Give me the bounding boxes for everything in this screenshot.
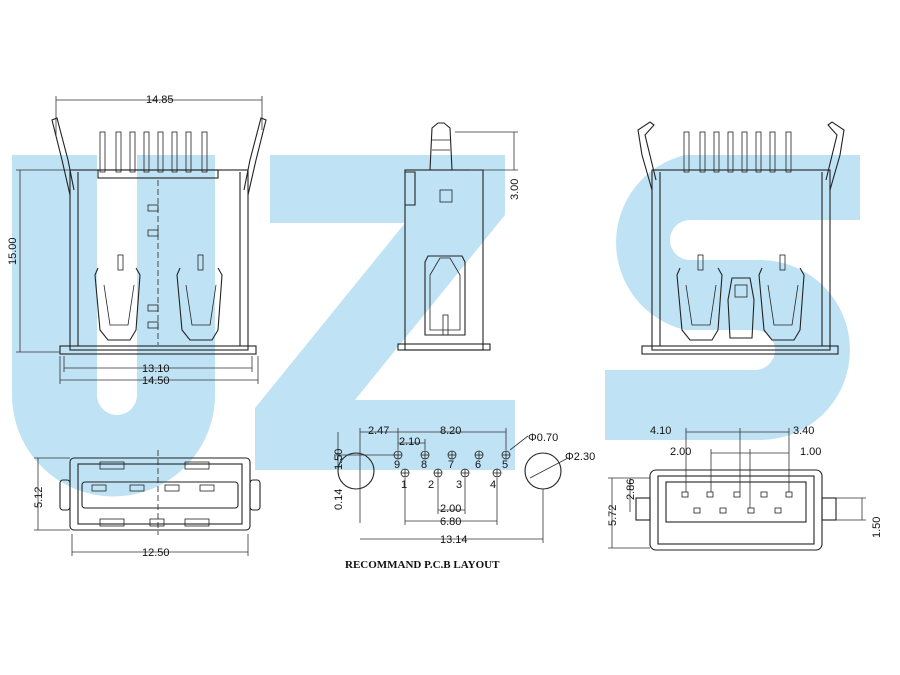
pin-4: 4: [490, 479, 496, 491]
dim-3-00: 3.00: [509, 179, 521, 200]
dim-1-50-end: 1.50: [871, 517, 883, 538]
dim-0-14: 0.14: [333, 489, 345, 510]
dim-phi-2-30: Φ2.30: [565, 451, 595, 463]
dim-2-86: 2.86: [625, 479, 637, 500]
pin-9: 9: [394, 459, 400, 471]
watermark: [12, 155, 860, 497]
pin-6: 6: [475, 459, 481, 471]
dim-14-85: 14.85: [146, 94, 174, 106]
pin-3: 3: [456, 479, 462, 491]
rear-view: [637, 121, 845, 355]
dim-15-00: 15.00: [7, 237, 19, 265]
dim-2-47: 2.47: [368, 425, 389, 437]
pin-7: 7: [448, 459, 454, 471]
side-view: 3.00: [397, 122, 521, 351]
end-view: 4.10 3.40 2.00 1.00 5.72 2.86 1.50: [607, 425, 883, 551]
dim-5-12: 5.12: [33, 487, 45, 508]
front-view: 14.85 15.00: [7, 94, 267, 387]
dim-2-00: 2.00: [440, 503, 461, 515]
dim-1-50: 1.50: [333, 449, 345, 470]
bottom-view: 5.12 12.50: [33, 450, 261, 559]
dim-8-20: 8.20: [440, 425, 461, 437]
dim-1-00: 1.00: [800, 446, 821, 458]
dim-2-10: 2.10: [399, 436, 420, 448]
pcb-layout: 9 8 7 6 5 1 2 3 4 2.47 8.20 2.10 Φ0.70 Φ…: [333, 425, 595, 571]
dim-12-50: 12.50: [142, 547, 170, 559]
pin-8: 8: [421, 459, 427, 471]
dim-14-50: 14.50: [142, 375, 170, 387]
dim-13-10: 13.10: [142, 363, 170, 375]
pin-2: 2: [428, 479, 434, 491]
dim-5-72: 5.72: [607, 505, 619, 526]
pin-5: 5: [502, 459, 508, 471]
pcb-layout-caption: RECOMMAND P.C.B LAYOUT: [345, 559, 500, 571]
dim-13-14: 13.14: [440, 534, 468, 546]
dim-3-40: 3.40: [793, 425, 814, 437]
dim-6-80: 6.80: [440, 516, 461, 528]
dim-2-00-end: 2.00: [670, 446, 691, 458]
dim-phi-0-70: Φ0.70: [528, 432, 558, 444]
pin-1: 1: [401, 479, 407, 491]
dim-4-10: 4.10: [650, 425, 671, 437]
